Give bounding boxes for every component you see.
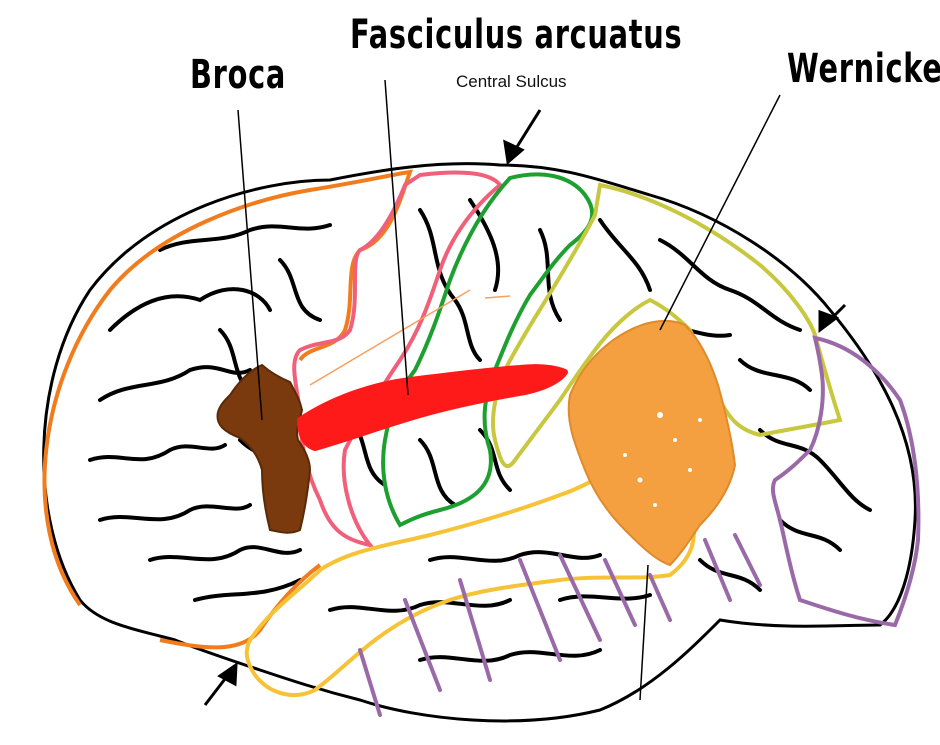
central-sulcus-label: Central Sulcus [456,72,567,92]
fasciculus-arcuatus-label: Fasciculus arcuatus [350,12,682,58]
wernicke-label: Wernicke [787,46,940,92]
broca-label: Broca [190,52,286,98]
